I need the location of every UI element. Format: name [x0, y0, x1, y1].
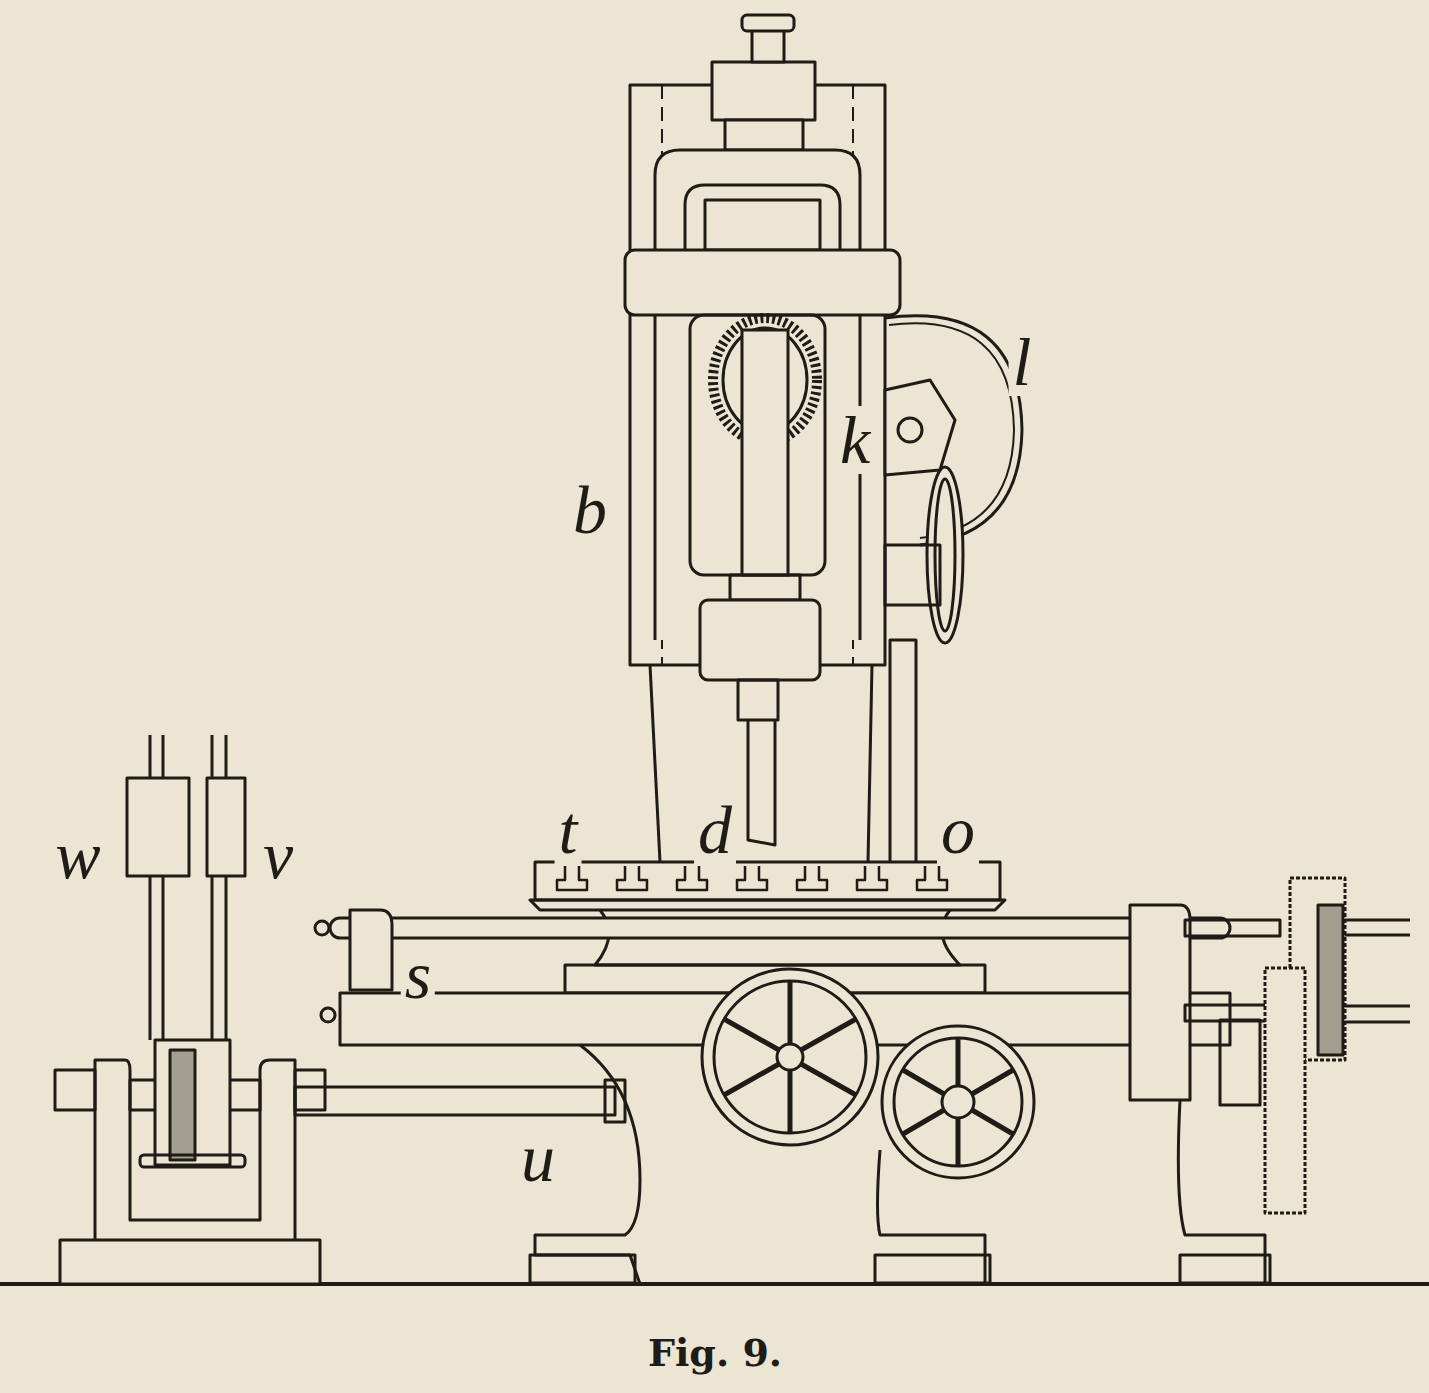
part-letter: u — [517, 1124, 559, 1192]
figure-caption: Fig. 9. — [648, 1330, 782, 1375]
part-letter: d — [694, 796, 736, 864]
part-letter: b — [569, 476, 611, 544]
part-letter: k — [836, 406, 874, 474]
part-letter: s — [401, 941, 435, 1009]
part-letter: l — [1009, 328, 1036, 396]
part-letter: o — [937, 796, 979, 864]
part-letter: w — [51, 821, 104, 889]
part-letter: v — [259, 821, 297, 889]
part-letter: t — [555, 796, 582, 864]
